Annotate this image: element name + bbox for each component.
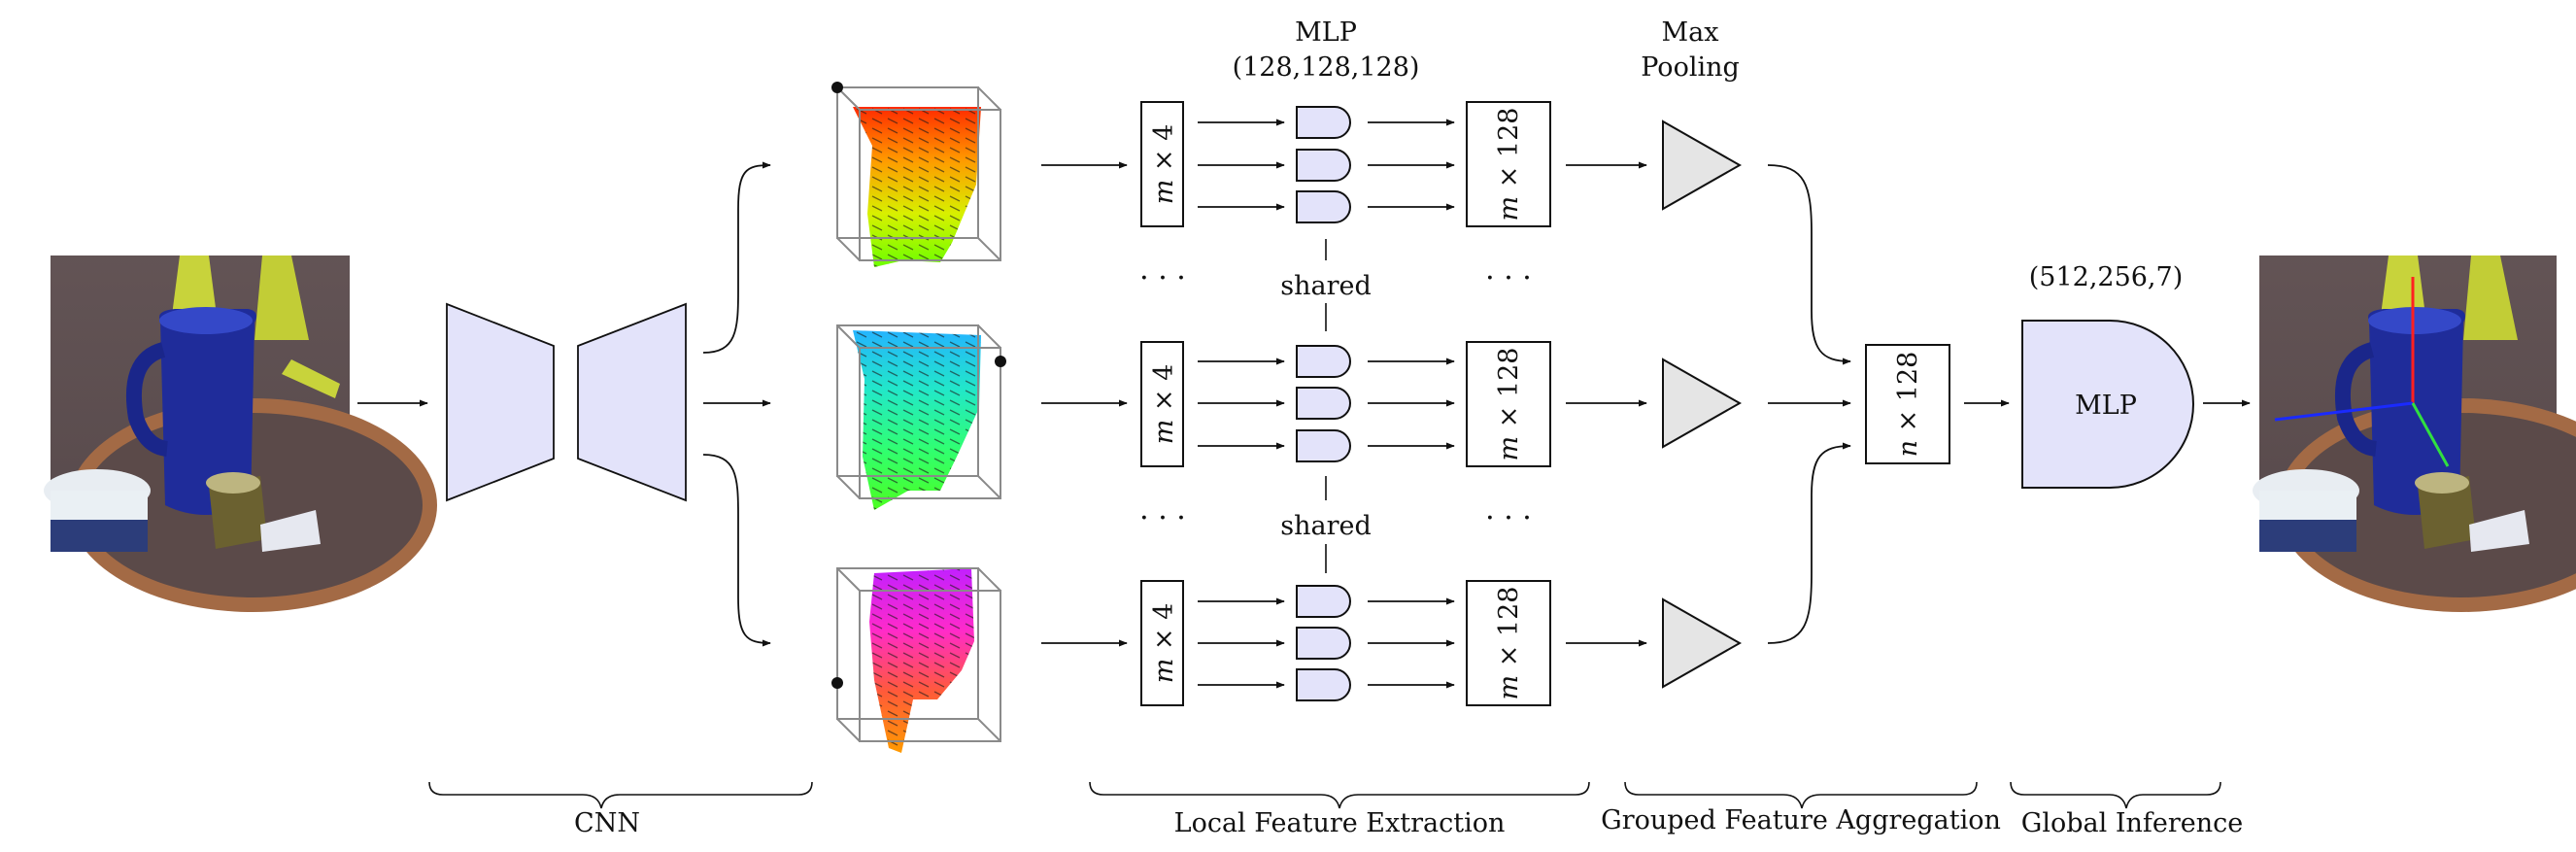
row-bottom: m × 4 m × 128 [1041,580,1743,706]
mlp-unit-bottom-3 [1296,668,1351,701]
dots-input-upper: · · · [1139,261,1186,295]
dots-feature-upper: · · · [1485,261,1532,295]
global-mlp-dims: (512,256,7) [2029,262,2183,292]
max-pool-bottom [1662,597,1743,689]
pool-title-1: Max [1662,17,1719,48]
cnn-decoder [577,302,687,502]
section-label-cnn: CNN [574,808,640,838]
input-block-bottom [1140,580,1184,706]
mlp-title: MLP [1295,17,1357,48]
agg-arrow-bottom [1767,442,1851,644]
mlp-unit-top-2 [1296,149,1351,182]
pose-axis-y [2274,401,2414,422]
mlp-unit-middle-2 [1296,387,1351,420]
section-label-global: Global Inference [2021,808,2243,838]
pool-title-2: Pooling [1641,52,1740,83]
pose-axis-z [2411,402,2450,467]
section-label-grouped: Grouped Feature Aggregation [1601,805,2001,835]
global-mlp-label: MLP [2075,391,2137,421]
cnn-encoder [446,302,555,502]
mlp-unit-bottom-1 [1296,585,1351,618]
mlp-unit-middle-1 [1296,345,1351,378]
section-braces [428,781,2221,809]
input-block-label-bottom: m × 4 [1149,603,1179,684]
dots-input-lower: · · · [1139,501,1186,535]
mlp-unit-top-1 [1296,106,1351,139]
brace-local [1089,781,1590,809]
branch-arrow-top [702,161,771,354]
max-pool-middle [1662,358,1743,449]
brace-cnn [428,781,813,809]
feature-block-label-bottom: m × 128 [1494,587,1524,700]
brace-grouped [1624,781,1978,809]
mlp-unit-bottom-2 [1296,627,1351,660]
feature-block-middle [1466,341,1551,467]
section-label-local: Local Feature Extraction [1174,808,1506,838]
feature-block-label-middle: m × 128 [1494,348,1524,461]
point-cloud-bottom [831,567,1001,753]
mlp-unit-middle-3 [1296,429,1351,462]
mlp-dims: (128,128,128) [1233,52,1420,83]
mlp-unit-top-3 [1296,190,1351,223]
input-photo [44,256,437,612]
shared-label-lower: shared [1280,511,1372,541]
input-block-label-top: m × 4 [1149,124,1179,205]
row-top: m × 4 m × 128 [1041,101,1743,227]
output-photo [2253,256,2576,612]
feature-block-bottom [1466,580,1551,706]
row-middle: m × 4 m × 128 [1041,341,1743,467]
point-cloud-top [831,82,1001,267]
brace-global [2010,781,2221,809]
aggregated-feature-label: n × 128 [1893,352,1923,458]
input-block-middle [1140,341,1184,467]
feature-block-top [1466,101,1551,227]
dots-feature-lower: · · · [1485,501,1532,535]
max-pool-top [1662,119,1743,211]
point-cloud-middle [836,324,1006,510]
shared-label-upper: shared [1280,271,1372,301]
agg-arrow-top [1767,164,1851,365]
branch-arrow-bottom [702,454,771,647]
input-block-label-middle: m × 4 [1149,364,1179,445]
global-mlp-block [2021,320,2194,489]
aggregated-feature-block [1865,344,1950,464]
feature-block-label-top: m × 128 [1494,108,1524,222]
input-block-top [1140,101,1184,227]
